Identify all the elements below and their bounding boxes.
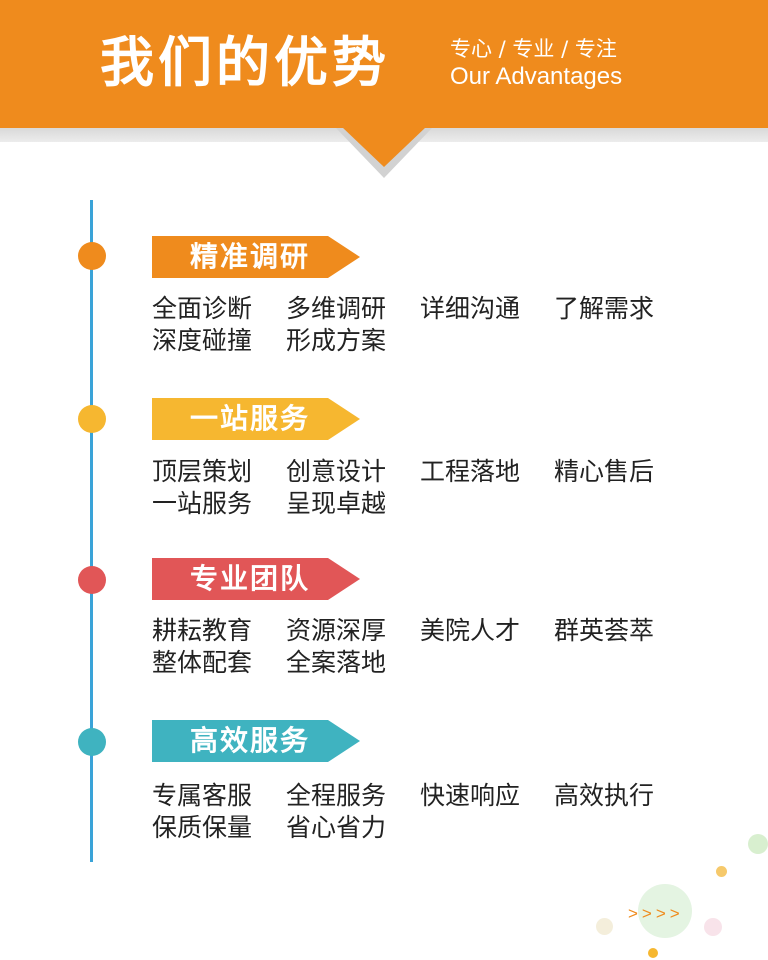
decorative-dot-icon — [704, 918, 722, 936]
section-tag-research: 精准调研 — [152, 236, 360, 278]
decorative-dot-icon — [648, 948, 658, 958]
tag-arrow-shape — [152, 398, 360, 440]
list-item: 多维调研 — [286, 294, 387, 323]
timeline-dot-research — [78, 242, 106, 270]
list-item: 详细沟通 — [420, 294, 521, 323]
list-item: 全程服务 — [286, 781, 387, 810]
section-title: 专业团队 — [189, 562, 310, 595]
section-items-onestop: 顶层策划 创意设计 工程落地 精心售后 一站服务 呈现卓越 — [152, 456, 692, 520]
list-item: 精心售后 — [554, 457, 655, 486]
list-item: 专属客服 — [152, 781, 253, 810]
section-items-research: 全面诊断 多维调研 详细沟通 了解需求 深度碰撞 形成方案 — [152, 293, 692, 357]
list-item: 群英荟萃 — [554, 616, 655, 645]
list-item: 耕耘教育 — [152, 616, 253, 645]
list-item: 保质保量 — [152, 813, 253, 842]
list-item: 一站服务 — [152, 489, 253, 518]
list-item: 全案落地 — [286, 648, 387, 677]
list-item: 全面诊断 — [152, 294, 253, 323]
header-banner: 我们的优势 专心 / 专业 / 专注 Our Advantages — [0, 0, 768, 128]
decorative-circle-icon — [638, 884, 692, 938]
list-item: 形成方案 — [286, 326, 387, 355]
decorative-dot-icon — [748, 834, 768, 854]
subtitle-chinese: 专心 / 专业 / 专注 — [450, 37, 617, 61]
list-item: 深度碰撞 — [152, 326, 253, 355]
section-title: 高效服务 — [189, 724, 310, 757]
section-tag-onestop: 一站服务 — [152, 398, 360, 440]
list-item: 美院人才 — [420, 616, 521, 645]
timeline-dot-onestop — [78, 405, 106, 433]
section-items-team: 耕耘教育 资源深厚 美院人才 群英荟萃 整体配套 全案落地 — [152, 615, 692, 679]
list-item: 资源深厚 — [286, 616, 387, 645]
section-tag-efficient: 高效服务 — [152, 720, 360, 762]
tag-arrow-shape — [152, 720, 360, 762]
list-item: 省心省力 — [286, 813, 387, 842]
list-item: 顶层策划 — [152, 457, 253, 486]
page-title: 我们的优势 — [100, 31, 390, 94]
section-title: 一站服务 — [189, 402, 310, 435]
timeline-line — [90, 200, 93, 862]
header-notch — [342, 127, 426, 167]
list-item: 呈现卓越 — [286, 489, 387, 518]
section-title: 精准调研 — [189, 240, 310, 273]
tag-arrow-shape — [152, 558, 360, 600]
timeline-dot-team — [78, 566, 106, 594]
list-item: 快速响应 — [420, 781, 521, 810]
list-item: 整体配套 — [152, 648, 253, 677]
list-item: 工程落地 — [420, 457, 521, 486]
timeline-dot-efficient — [78, 728, 106, 756]
list-item: 创意设计 — [286, 457, 387, 486]
subtitle-english: Our Advantages — [450, 63, 623, 90]
section-items-efficient: 专属客服 全程服务 快速响应 高效执行 保质保量 省心省力 — [152, 780, 692, 844]
decorative-dot-icon — [716, 866, 727, 877]
decorative-dot-icon — [596, 918, 613, 935]
decorative-arrows-icon: >>>> — [628, 904, 684, 923]
tag-arrow-shape — [152, 236, 360, 278]
list-item: 了解需求 — [554, 294, 655, 323]
section-tag-team: 专业团队 — [152, 558, 360, 600]
list-item: 高效执行 — [554, 781, 655, 810]
